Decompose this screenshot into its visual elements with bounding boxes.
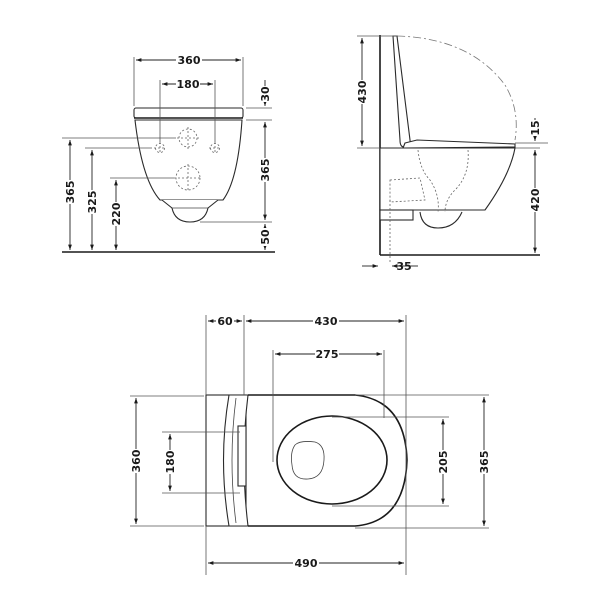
dim-top-rear-width: 360 <box>130 449 143 472</box>
dim-top-overall-length: 490 <box>295 557 318 570</box>
dim-front-bowl-height: 365 <box>259 159 272 182</box>
dim-side-rim-height: 420 <box>529 188 542 211</box>
dim-side-lid-height: 430 <box>356 80 369 103</box>
outlet-spigot <box>161 199 219 223</box>
dim-front-inlet-height: 365 <box>64 181 77 204</box>
dim-front-fixing-centres: 180 <box>177 78 200 91</box>
dim-top-front-projection: 430 <box>315 315 338 328</box>
dim-top-bowl-length: 275 <box>316 348 339 361</box>
dim-side-wall-offset: 35 <box>396 260 411 273</box>
dim-front-outlet-height: 220 <box>110 202 123 225</box>
hinge-bracket <box>237 425 247 487</box>
wall-bracket <box>379 209 414 221</box>
dim-front-width: 360 <box>178 54 201 67</box>
side-view: 430 15 420 35 <box>356 35 548 273</box>
dim-front-fixing-height: 325 <box>86 191 99 214</box>
top-view: 60 430 275 490 360 180 205 3 <box>130 315 491 575</box>
bowl-side <box>379 147 516 211</box>
lid-swing-arc <box>396 35 517 141</box>
seat-outline <box>248 394 408 527</box>
dim-side-seat-offset: 15 <box>529 120 542 135</box>
dim-top-fixing-centres: 180 <box>164 450 177 473</box>
dim-front-seat-thickness: 30 <box>259 86 272 102</box>
seat-top <box>133 107 244 119</box>
front-view: 360 180 30 365 50 365 325 220 <box>62 53 275 253</box>
bowl-hole <box>291 441 325 480</box>
dim-top-overall-width: 365 <box>478 451 491 474</box>
lid-upright <box>392 35 411 148</box>
dim-front-outlet-below: 50 <box>259 229 272 245</box>
bowl-body <box>134 119 243 201</box>
bowl-opening <box>276 415 388 505</box>
seat-side <box>402 139 516 149</box>
outlet-spigot-side <box>419 211 463 229</box>
dim-top-bowl-width: 205 <box>437 451 450 474</box>
dim-top-rear-depth: 60 <box>217 315 233 328</box>
